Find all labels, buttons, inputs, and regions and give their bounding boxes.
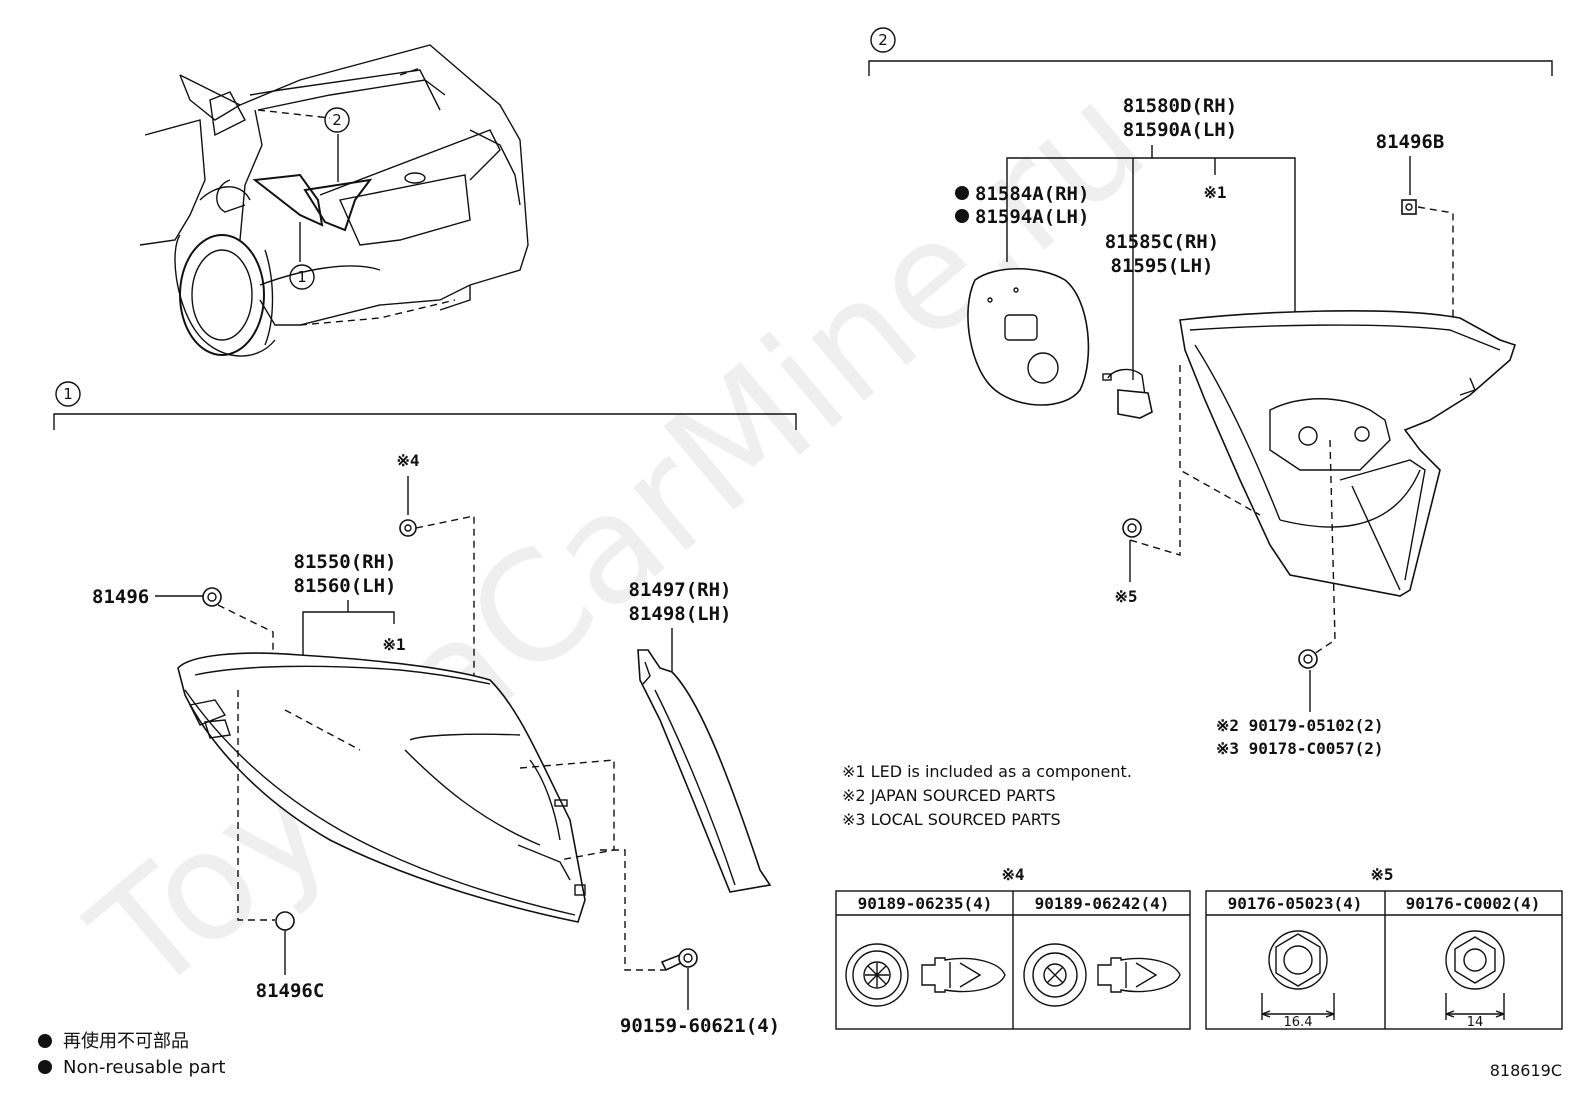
label-led-mark-1-section-2: ※1 [1203,183,1226,202]
footnotes: ※1 LED is included as a component. ※2 JA… [842,762,1132,829]
overview-callout-2: 2 [332,111,342,129]
section-1-parts: ※4 81550(RH) 81560(LH) ※1 81496 81497(RH… [92,451,780,1037]
note-2: ※2 JAPAN SOURCED PARTS [842,786,1056,805]
label-mark-4: ※4 [396,451,419,470]
label-mark-5: ※5 [1114,587,1137,606]
non-reusable-marker-81584a [955,186,969,200]
nut-90176-05023-drawing: 16.4 [1261,930,1335,1030]
note-3: ※3 LOCAL SOURCED PARTS [842,810,1061,829]
overview-callout-1: 1 [297,268,307,286]
nut-mark-5 [1122,518,1142,538]
note-1: ※1 LED is included as a component. [842,762,1132,781]
label-led-mark-1-section-1: ※1 [382,635,405,654]
non-reusable-marker-81594a [955,209,969,223]
label-90179-05102: ※2 90179-05102(2) [1216,716,1384,735]
table-5-column-1: 90176-05023(4) [1228,894,1363,913]
section-1-number: 1 [63,385,73,403]
table-4-mark: ※4 [1001,865,1024,884]
section-1-header: 1 [53,381,797,430]
label-81496c: 81496C [256,980,325,1002]
label-90159-60621: 90159-60621(4) [620,1015,780,1037]
table-4-column-2: 90189-06242(4) [1035,894,1170,913]
garnish-81497 [637,649,772,893]
legend: 再使用不可部品 Non-reusable part [38,1031,225,1078]
label-81580d-rh: 81580D(RH) [1123,95,1237,117]
clip-90189-06235-drawing [845,943,1006,1007]
section-2-number: 2 [878,31,888,49]
table-4-column-1: 90189-06235(4) [858,894,993,913]
label-81585c-rh: 81585C(RH) [1105,231,1219,253]
label-81497-rh: 81497(RH) [629,579,732,601]
table-mark-5: ※5 90176-05023(4) 90176-C0002(4) 16.4 14 [1205,865,1563,1030]
legend-non-reusable-english: Non-reusable part [63,1057,225,1078]
label-81584a-rh: 81584A(RH) [975,183,1089,205]
dimension-14: 14 [1467,1015,1484,1030]
table-5-column-2: 90176-C0002(4) [1406,894,1541,913]
section-2-parts: 81580D(RH) 81590A(LH) ※1 81584A(RH) 8159… [955,95,1517,758]
clip-81496c [275,911,295,931]
screw-90159 [660,948,698,972]
table-mark-4: ※4 90189-06235(4) 90189-06242(4) [835,865,1191,1030]
label-81498-lh: 81498(LH) [629,603,732,625]
tail-lamp-assembly-81580d [1179,309,1517,597]
gasket-81584a [967,267,1090,406]
legend-non-reusable-japanese: 再使用不可部品 [63,1031,189,1052]
socket-wire-81585c [1102,368,1153,419]
nut-81496 [202,587,222,607]
label-81560-lh: 81560(LH) [294,575,397,597]
dimension-16-4: 16.4 [1284,1015,1313,1030]
label-81594a-lh: 81594A(LH) [975,206,1089,228]
legend-bullet-english [38,1060,52,1074]
diagram-code: 818619C [1490,1061,1562,1080]
label-81590a-lh: 81590A(LH) [1123,119,1237,141]
label-81496b: 81496B [1376,131,1445,153]
clip-mark-4 [399,519,417,537]
section-2-header: 2 [868,27,1553,76]
label-81496: 81496 [92,586,149,608]
legend-bullet-japanese [38,1034,52,1048]
nut-90179 [1298,649,1318,669]
vehicle-overview-illustration: 1 2 [139,44,529,357]
table-5-mark: ※5 [1370,865,1393,884]
label-81550-rh: 81550(RH) [294,551,397,573]
nut-90176-c0002-drawing: 14 [1445,930,1505,1030]
label-90178-c0057: ※3 90178-C0057(2) [1216,739,1384,758]
label-81595-lh: 81595(LH) [1111,255,1214,277]
nut-81496b [1401,199,1417,215]
tail-lamp-assembly-81550 [177,652,586,923]
clip-90189-06242-drawing [1023,943,1181,1007]
